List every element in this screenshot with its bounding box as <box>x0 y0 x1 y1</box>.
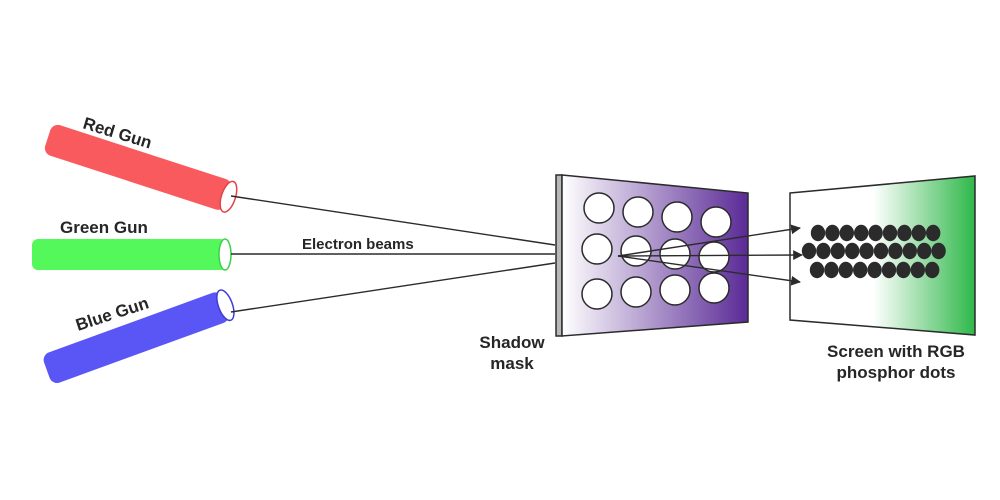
phosphor-dot <box>873 242 889 260</box>
phosphor-dot <box>882 224 898 242</box>
phosphor-dot <box>868 224 883 242</box>
mask-hole <box>622 196 654 228</box>
mask-hole <box>581 278 613 310</box>
phosphor-dot <box>902 242 917 260</box>
phosphor-dot <box>830 242 845 260</box>
blue-gun-barrel <box>43 292 229 383</box>
beam-arrow-upper <box>617 224 801 257</box>
phosphor-dot <box>801 242 817 260</box>
screen <box>789 175 976 336</box>
green-gun-muzzle <box>218 238 232 271</box>
phosphor-dot <box>824 261 839 279</box>
phosphor-dot <box>897 224 912 242</box>
screen-label-line2: phosphor dots <box>837 363 956 382</box>
shadow-mask-label-line1: Shadow <box>479 333 545 352</box>
mask-hole <box>620 276 652 308</box>
screen-label-line1: Screen with RGB <box>827 342 965 361</box>
electron-beams <box>230 195 556 313</box>
mask-hole <box>700 206 732 238</box>
phosphor-dot <box>896 261 911 279</box>
mask-hole <box>661 201 693 233</box>
mask-hole <box>698 272 730 304</box>
green-gun-barrel <box>32 239 226 270</box>
mask-hole <box>698 241 730 273</box>
phosphor-dots <box>801 224 946 279</box>
red-gun-barrel <box>44 124 232 210</box>
red-beam <box>230 195 556 246</box>
green-gun-label: Green Gun <box>60 218 148 237</box>
phosphor-dot <box>810 224 826 242</box>
phosphor-dot <box>809 261 825 279</box>
blue-gun <box>43 289 235 383</box>
beam-arrow-lower <box>617 255 801 286</box>
phosphor-dot <box>838 261 853 279</box>
red-gun <box>44 124 238 213</box>
phosphor-dot <box>888 242 903 260</box>
phosphor-dot <box>853 261 868 279</box>
mask-hole <box>581 233 613 265</box>
beam-arrow-middle <box>617 250 803 260</box>
mask-hole <box>583 192 615 224</box>
phosphor-dot <box>925 261 940 279</box>
phosphor-dot <box>816 242 831 260</box>
converging-beams <box>617 224 803 286</box>
phosphor-dot <box>910 261 925 279</box>
mask-hole <box>659 274 691 306</box>
shadow-mask-edge <box>555 174 563 337</box>
phosphor-dot <box>839 224 854 242</box>
phosphor-dot <box>881 261 897 279</box>
phosphor-dot <box>926 224 941 242</box>
electron-beams-label: Electron beams <box>302 236 414 253</box>
phosphor-dot <box>867 261 882 279</box>
phosphor-dot <box>917 242 932 260</box>
phosphor-dot <box>859 242 874 260</box>
green-gun <box>32 238 232 271</box>
phosphor-dot <box>845 242 860 260</box>
blue-gun-muzzle <box>216 289 235 322</box>
phosphor-dot <box>825 224 840 242</box>
phosphor-dot <box>854 224 869 242</box>
blue-beam <box>230 262 556 313</box>
phosphor-dot <box>931 242 946 260</box>
shadow-mask-label-line2: mask <box>490 354 534 373</box>
red-gun-muzzle <box>219 180 238 213</box>
phosphor-dot <box>911 224 926 242</box>
